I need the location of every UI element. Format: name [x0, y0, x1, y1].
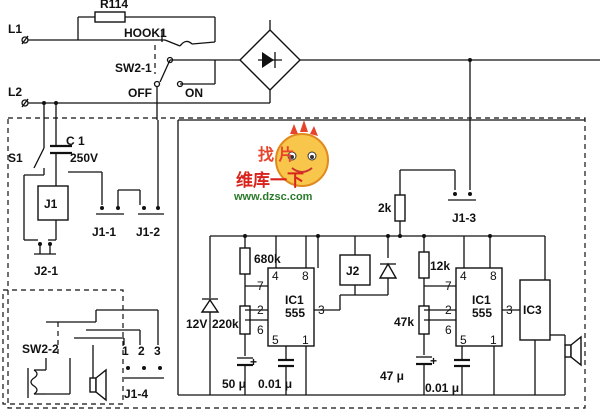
c001a-label: 0.01 μ	[258, 377, 292, 391]
j1-3-label: J1-3	[452, 211, 476, 225]
j1-2-label: J1-2	[136, 225, 160, 239]
sw2-2-label: SW2-2	[22, 342, 59, 356]
hook1-switch	[164, 39, 181, 47]
j2-relay-coil	[339, 254, 371, 286]
ic1b-pin6: 6	[445, 323, 452, 337]
ic1-555-timer-b	[455, 267, 503, 347]
c47u-plus: +	[430, 354, 437, 368]
j1-label: J1	[44, 197, 58, 211]
c47u-label: 47 μ	[380, 369, 404, 383]
ic1b-pin4: 4	[460, 269, 467, 283]
j2-label: J2	[346, 264, 360, 278]
speaker-icon	[564, 335, 582, 367]
ic1a-pin4: 4	[272, 269, 279, 283]
watermark-url: www.dzsc.com	[233, 191, 313, 203]
watermark-site-name: 维库一下	[236, 170, 304, 190]
c001b-label: 0.01 μ	[425, 381, 459, 395]
r-2k-resistor	[394, 194, 406, 222]
ic1a-pin5: 5	[272, 333, 279, 347]
sw2-1-switch	[159, 59, 171, 83]
s1-switch	[33, 147, 45, 169]
j1-4-label: J1-4	[124, 387, 148, 401]
r-680k-resistor	[239, 247, 251, 275]
j1-1-label: J1-1	[92, 225, 116, 239]
r-12k-resistor	[418, 251, 430, 279]
r-680k-label: 680k	[254, 252, 281, 266]
c1-voltage-label: 250V	[70, 151, 98, 165]
watermark-logo-text: 找 片	[258, 145, 294, 164]
ic1b-type: 555	[472, 306, 492, 320]
ic1b-pin8: 8	[490, 269, 497, 283]
sw2-1-label: SW2-1	[115, 61, 152, 75]
r-2k-label: 2k	[378, 201, 392, 215]
l2-label: L2	[8, 85, 22, 99]
zener-12v	[200, 298, 220, 313]
ic1b-pin5: 5	[460, 333, 467, 347]
ic1a-pin1: 1	[302, 333, 309, 347]
ic1b-pin7: 7	[445, 279, 452, 293]
handset-speaker-icon	[89, 368, 107, 402]
ic1a-pin6: 6	[257, 323, 264, 337]
j2-1-label: J2-1	[34, 264, 58, 278]
ic1a-name: IC1	[285, 293, 304, 307]
r114-resistor	[94, 11, 126, 23]
flyback-diode	[378, 262, 398, 279]
ic1-555-timer-a	[267, 267, 315, 347]
r114-label: R114	[100, 0, 128, 11]
j1-4-pos2-label: 2	[138, 344, 145, 358]
zener-12v-label: 12V	[186, 317, 207, 331]
c50u-plus: +	[250, 355, 257, 369]
sw2-1-on-label: ON	[185, 86, 203, 100]
r-220k-label: 220k	[212, 317, 239, 331]
dzsc-watermark: 找 片 维库一下 www.dzsc.com	[233, 120, 329, 203]
ic1b-pin1: 1	[490, 333, 497, 347]
r-47k-label: 47k	[394, 315, 414, 329]
ic3-label: IC3	[523, 303, 542, 317]
ic1a-type: 555	[285, 306, 305, 320]
ic1a-pin8: 8	[302, 269, 309, 283]
sw2-1-off-label: OFF	[128, 86, 152, 100]
r-12k-label: 12k	[430, 259, 450, 273]
j1-relay-coil	[37, 185, 69, 221]
device-enclosure	[7, 117, 586, 409]
ic1b-name: IC1	[472, 293, 491, 307]
s1-label: S1	[8, 151, 23, 165]
ic1a-pin7: 7	[257, 279, 264, 293]
c1-label: C 1	[66, 134, 85, 148]
earpiece-coil-icon	[27, 368, 46, 398]
ic1a-pin2: 2	[257, 303, 264, 317]
j1-4-pos3-label: 3	[154, 344, 161, 358]
mascot-logo-icon	[275, 120, 329, 187]
hook1-label: HOOK1	[124, 26, 167, 40]
ic1b-pin2: 2	[445, 303, 452, 317]
j1-4-pos1-label: 1	[122, 344, 129, 358]
c50u-label: 50 μ	[222, 377, 246, 391]
l1-label: L1	[8, 22, 22, 36]
